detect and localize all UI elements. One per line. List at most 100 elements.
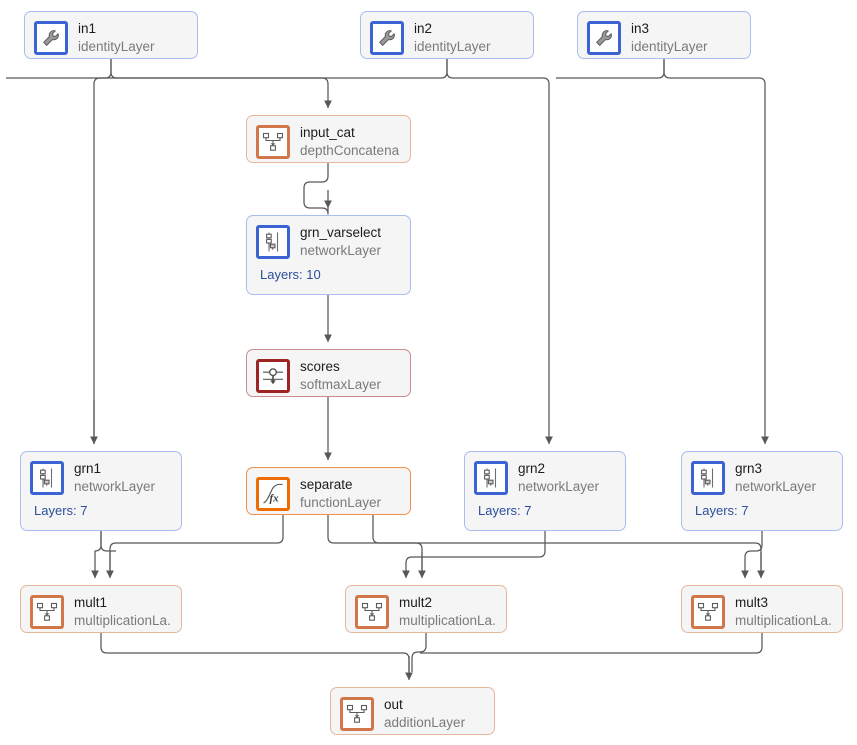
node-name: mult3 xyxy=(735,595,769,610)
node-header: mult2 multiplicationLa... xyxy=(346,586,506,629)
edge-input_cat-to-grn_varselect xyxy=(303,163,329,215)
edge-in3-split-left xyxy=(556,59,665,79)
edge-in1-to-input_cat xyxy=(110,59,333,109)
node-type: identityLayer xyxy=(414,39,491,54)
node-header: mult3 multiplicationLa... xyxy=(682,586,842,629)
wrench-icon xyxy=(587,20,621,55)
node-type: multiplicationLa... xyxy=(735,613,832,628)
node-type: networkLayer xyxy=(300,243,382,258)
network-icon xyxy=(474,460,508,495)
node-header: in1 identityLayer xyxy=(25,12,197,55)
node-name: in3 xyxy=(631,21,650,36)
edge-separate-out-mid xyxy=(327,515,423,572)
graph-node-scores[interactable]: scores softmaxLayer xyxy=(246,349,411,397)
node-name: in1 xyxy=(78,21,97,36)
edge-in2-to-grn2 xyxy=(446,59,554,445)
edge-mult1-to-out xyxy=(100,633,410,672)
node-type: multiplicationLa... xyxy=(74,613,171,628)
node-sublabel: Layers: 7 xyxy=(34,503,88,518)
node-sublabel: Layers: 10 xyxy=(260,267,321,282)
edge-grn2-to-mult2 xyxy=(402,531,546,579)
node-header: input_cat depthConcatena... xyxy=(247,116,410,159)
node-header: fx separate functionLayer xyxy=(247,468,410,511)
node-labels: mult1 multiplicationLa... xyxy=(74,594,171,629)
graph-node-in1[interactable]: in1 identityLayer xyxy=(24,11,198,59)
node-labels: grn3 networkLayer xyxy=(735,460,816,495)
edge-grn3-to-mult3 xyxy=(741,531,763,579)
graph-node-in3[interactable]: in3 identityLayer xyxy=(577,11,751,59)
node-name: scores xyxy=(300,359,340,374)
node-type: networkLayer xyxy=(735,479,817,494)
node-type: networkLayer xyxy=(518,479,600,494)
network-icon xyxy=(30,460,64,495)
edge-grn1-to-mult1-arrow xyxy=(91,531,102,579)
graph-node-mult2[interactable]: mult2 multiplicationLa... xyxy=(345,585,507,633)
graph-node-input_cat[interactable]: input_cat depthConcatena... xyxy=(246,115,411,163)
node-type: softmaxLayer xyxy=(300,377,382,392)
node-type: depthConcatena... xyxy=(300,143,400,158)
node-labels: mult3 multiplicationLa... xyxy=(735,594,832,629)
node-name: separate xyxy=(300,477,353,492)
edge-in2-split-left xyxy=(6,59,448,79)
node-type: identityLayer xyxy=(631,39,708,54)
node-labels: in3 identityLayer xyxy=(631,20,708,55)
node-header: scores softmaxLayer xyxy=(247,350,410,393)
merge-icon xyxy=(691,594,725,629)
node-header: mult1 multiplicationLa... xyxy=(21,586,181,629)
node-type: identityLayer xyxy=(78,39,155,54)
merge-icon xyxy=(256,124,290,159)
network-icon xyxy=(256,224,290,259)
node-sublabel: Layers: 7 xyxy=(695,503,749,518)
node-labels: scores softmaxLayer xyxy=(300,358,381,393)
node-name: grn3 xyxy=(735,461,763,476)
svg-text:fx: fx xyxy=(270,492,280,504)
edge-separate-out-right-down xyxy=(754,542,762,572)
graph-node-mult3[interactable]: mult3 multiplicationLa... xyxy=(681,585,843,633)
node-labels: mult2 multiplicationLa... xyxy=(399,594,496,629)
edge-mult3-to-out xyxy=(420,633,763,654)
merge-icon xyxy=(340,696,374,731)
node-labels: separate functionLayer xyxy=(300,476,381,511)
edge-in1-to-grn1 xyxy=(93,77,101,444)
node-name: mult1 xyxy=(74,595,108,610)
network-icon xyxy=(691,460,725,495)
node-header: grn3 networkLayer xyxy=(682,452,842,495)
node-header: out additionLayer xyxy=(331,688,494,731)
node-name: grn_varselect xyxy=(300,225,382,240)
node-name: grn1 xyxy=(74,461,102,476)
node-name: out xyxy=(384,697,403,712)
node-labels: out additionLayer xyxy=(384,696,465,731)
node-header: grn_varselect networkLayer xyxy=(247,216,410,259)
node-type: additionLayer xyxy=(384,715,466,730)
node-name: in2 xyxy=(414,21,433,36)
node-header: in2 identityLayer xyxy=(361,12,533,55)
node-labels: input_cat depthConcatena... xyxy=(300,124,400,159)
node-labels: in2 identityLayer xyxy=(414,20,491,55)
wrench-icon xyxy=(34,20,68,55)
fx-icon: fx xyxy=(256,476,290,511)
graph-node-out[interactable]: out additionLayer xyxy=(330,687,495,735)
wrench-icon xyxy=(370,20,404,55)
node-name: input_cat xyxy=(300,125,355,140)
node-sublabel: Layers: 7 xyxy=(478,503,532,518)
edge-grn1-to-mult1 xyxy=(100,531,116,552)
node-name: mult2 xyxy=(399,595,433,610)
softmax-icon xyxy=(256,358,290,393)
graph-node-separate[interactable]: fx separate functionLayer xyxy=(246,467,411,515)
graph-node-in2[interactable]: in2 identityLayer xyxy=(360,11,534,59)
node-type: functionLayer xyxy=(300,495,382,510)
node-type: multiplicationLa... xyxy=(399,613,496,628)
node-labels: grn_varselect networkLayer xyxy=(300,224,381,259)
edge-in3-to-grn3 xyxy=(663,59,770,445)
graph-node-mult1[interactable]: mult1 multiplicationLa... xyxy=(20,585,182,633)
merge-icon xyxy=(30,594,64,629)
